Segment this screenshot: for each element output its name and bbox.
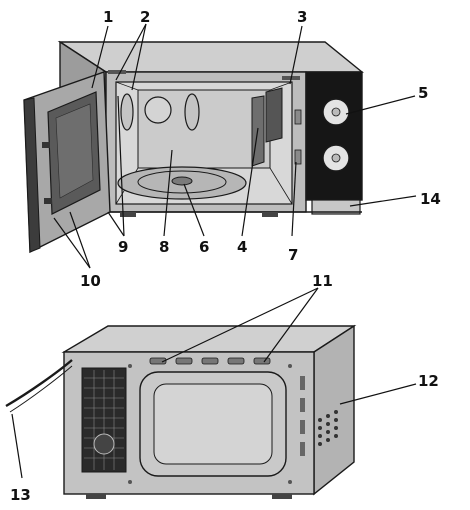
foot-right [262, 212, 278, 217]
front-view-leaders [53, 23, 417, 269]
door-hook-lower [44, 198, 52, 204]
rear-embossed-panel-inner [153, 383, 273, 465]
grille-pattern [84, 370, 124, 470]
door-seal-edge [23, 97, 41, 253]
latch-slot-top [294, 109, 302, 125]
label-11: 11 [312, 272, 333, 290]
rear-right-side [313, 324, 355, 496]
rear-view-leaders [11, 287, 417, 479]
label-10: 10 [80, 272, 101, 290]
timer-knob-center [331, 153, 341, 163]
label-6: 6 [199, 238, 209, 256]
label-3: 3 [297, 8, 307, 26]
side-vent [300, 442, 305, 456]
label-13: 13 [10, 486, 31, 504]
screw [288, 364, 292, 368]
top-vent [175, 357, 193, 365]
rear-top-panel [61, 325, 357, 353]
screw [128, 364, 132, 368]
top-vent [149, 357, 167, 365]
door-open-button[interactable] [311, 199, 361, 215]
side-vent [300, 420, 305, 434]
turntable-ring-inner [137, 170, 227, 194]
side-panel-vent-holes [318, 410, 338, 446]
front-view-labels: 1 2 3 5 14 10 9 8 6 4 7 [80, 8, 441, 290]
label-2: 2 [140, 8, 150, 26]
label-5: 5 [418, 84, 428, 102]
label-14: 14 [420, 190, 441, 208]
top-panel [57, 41, 364, 73]
label-12: 12 [418, 372, 439, 390]
foot-left [120, 212, 136, 217]
back-wall-vent [144, 96, 172, 124]
side-vent [300, 376, 305, 390]
label-8: 8 [159, 238, 169, 256]
top-vent [227, 357, 245, 365]
waveguide-cover [265, 87, 283, 143]
label-9: 9 [118, 238, 128, 256]
side-vents [300, 376, 305, 456]
rear-view-labels: 11 12 13 [10, 272, 439, 504]
rear-foot-right [272, 494, 292, 499]
label-4: 4 [237, 238, 247, 256]
label-1: 1 [103, 8, 113, 26]
rear-foot-left [86, 494, 106, 499]
control-panel [305, 71, 363, 201]
fan-icon [93, 433, 115, 455]
rear-view-microwave [5, 324, 357, 499]
front-view-microwave [23, 40, 364, 254]
side-vent [300, 398, 305, 412]
power-cord [5, 359, 73, 408]
side-wall-port-left [120, 93, 134, 131]
latch-slot-bottom [294, 149, 302, 165]
door-hook-upper [42, 142, 50, 148]
top-vent [253, 357, 271, 365]
power-cord-edge [9, 365, 73, 413]
turntable-shaft [171, 176, 193, 186]
label-7: 7 [288, 246, 298, 264]
screw [288, 480, 292, 484]
door-window-mesh [55, 103, 94, 199]
screw [128, 480, 132, 484]
back-wall-port-right [184, 93, 200, 131]
top-vent [201, 357, 219, 365]
door-hinge-top [108, 70, 126, 74]
power-knob-center [331, 107, 341, 117]
